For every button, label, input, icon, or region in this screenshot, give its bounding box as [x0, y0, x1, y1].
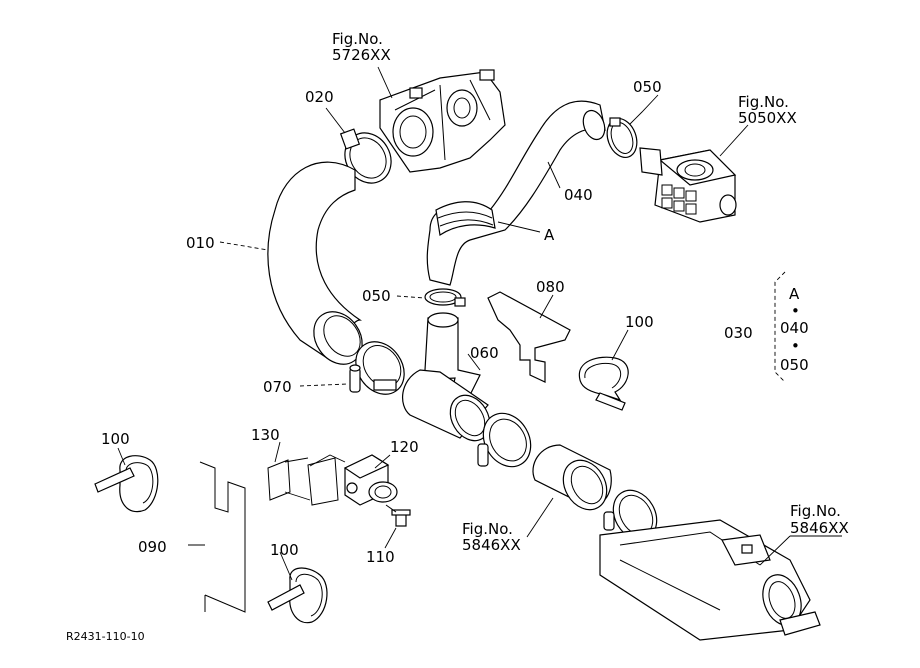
callout-050-center: 050 — [362, 287, 391, 305]
callout-090: 090 — [138, 538, 167, 556]
hose-clamp-lower — [355, 341, 405, 395]
callout-100-right: 100 — [625, 313, 654, 331]
hose-010 — [267, 161, 363, 365]
ref-5846xx-center-line2: 5846XX — [462, 536, 521, 554]
callout-060: 060 — [470, 344, 499, 362]
bracket-080 — [487, 291, 571, 383]
set-030-item-a: A — [789, 285, 800, 303]
callout-110: 120 — [390, 438, 419, 456]
callout-labels: Fig.No. 5726XX 020 050 Fig.No. 5050XX 04… — [66, 30, 849, 643]
callout-020: 020 — [305, 88, 334, 106]
ref-5846xx-center-line1: Fig.No. — [462, 520, 513, 538]
panel-090 — [199, 461, 246, 613]
hose-040 — [426, 100, 606, 286]
ref-5846xx-right-line1: Fig.No. — [790, 502, 841, 520]
callout-070: 070 — [263, 378, 292, 396]
set-030-sep-2: • — [791, 337, 800, 355]
set-030-bracket — [774, 271, 786, 383]
callout-030: 030 — [724, 324, 753, 342]
ref-5726xx-line2: 5726XX — [332, 46, 391, 64]
callout-100-left-top: 100 — [101, 430, 130, 448]
plate-120 — [267, 457, 339, 506]
hose-clamp-050-center — [424, 288, 466, 307]
ref-5726xx-line1: Fig.No. — [332, 30, 383, 48]
callout-080: 080 — [536, 278, 565, 296]
callout-050-top: 050 — [633, 78, 662, 96]
pipe-060 — [402, 369, 491, 442]
callout-100-left-bottom: 100 — [270, 541, 299, 559]
intercooler-box — [639, 147, 737, 223]
hose-clamp-060 — [477, 412, 532, 468]
air-cleaner-housing — [599, 519, 821, 641]
callout-120: 130 — [251, 426, 280, 444]
set-030-sep-1: • — [791, 302, 800, 320]
ref-5050xx-line1: Fig.No. — [738, 93, 789, 111]
drawing-number: R2431-110-10 — [66, 630, 145, 643]
bolt-130 — [385, 504, 411, 527]
leader-lines — [117, 66, 842, 581]
turbocharger-housing — [379, 69, 506, 173]
ref-5050xx-line2: 5050XX — [738, 109, 797, 127]
callout-010: 010 — [186, 234, 215, 252]
cable-tie-100-left-top — [94, 455, 159, 513]
cable-tie-100-left-bottom — [267, 567, 328, 624]
callout-130: 110 — [366, 548, 395, 566]
hose-5846xx — [532, 444, 612, 511]
callout-040: 040 — [564, 186, 593, 204]
cable-tie-100-right — [578, 356, 629, 411]
sensor-070 — [349, 364, 361, 393]
set-030-item-050: 050 — [780, 356, 809, 374]
set-030-item-040: 040 — [780, 319, 809, 337]
ref-5846xx-right-line2: 5846XX — [790, 519, 849, 537]
sensor-110 — [343, 454, 398, 506]
hose-clamp-050-top — [606, 117, 638, 158]
callout-a: A — [544, 226, 555, 244]
